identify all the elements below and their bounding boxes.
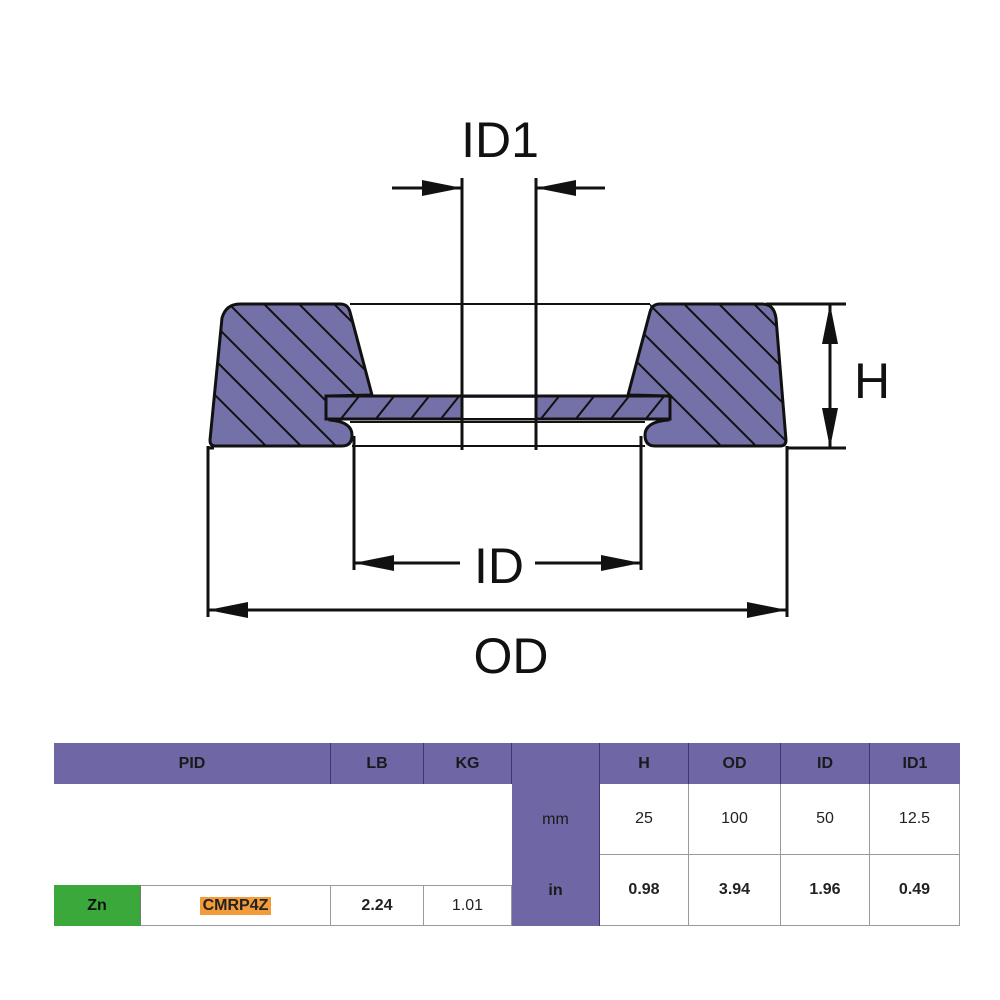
header-h: H (600, 743, 689, 784)
header-pid: PID (54, 743, 331, 784)
kg-value: 1.01 (424, 885, 512, 926)
in-od-value: 3.94 (689, 855, 781, 926)
left-magnet-section (208, 302, 374, 448)
material-badge: Zn (54, 885, 141, 926)
magnet-cross-section-diagram: ID1 H ID OD (206, 112, 890, 684)
id-dimension (352, 436, 643, 571)
spec-table: PID LB KG H OD ID ID1 mm 25 100 50 12.5 … (54, 743, 960, 926)
h-label: H (854, 353, 890, 409)
steel-plate-section (324, 394, 672, 421)
in-id1-value: 0.49 (870, 855, 960, 926)
in-h-value: 0.98 (600, 855, 689, 926)
in-id-value: 1.96 (781, 855, 870, 926)
pid-cell[interactable]: CMRP4Z (141, 885, 331, 926)
od-label: OD (474, 628, 549, 684)
lb-value: 2.24 (331, 885, 424, 926)
header-od: OD (689, 743, 781, 784)
header-id1: ID1 (870, 743, 960, 784)
mm-h-value: 25 (600, 784, 689, 855)
mm-od-value: 100 (689, 784, 781, 855)
header-kg: KG (424, 743, 512, 784)
mm-id1-value: 12.5 (870, 784, 960, 855)
od-dimension (206, 446, 789, 618)
header-unit (512, 743, 600, 784)
id-label: ID (474, 538, 524, 594)
pid-value: CMRP4Z (199, 896, 272, 915)
right-magnet-section (626, 302, 788, 448)
outline-lines (350, 303, 650, 447)
header-lb: LB (331, 743, 424, 784)
mm-id-value: 50 (781, 784, 870, 855)
h-dimension (766, 302, 846, 450)
id1-dimension (392, 178, 605, 450)
id1-label: ID1 (461, 112, 539, 168)
unit-mm: mm (512, 784, 600, 855)
unit-in: in (512, 855, 600, 926)
header-id: ID (781, 743, 870, 784)
